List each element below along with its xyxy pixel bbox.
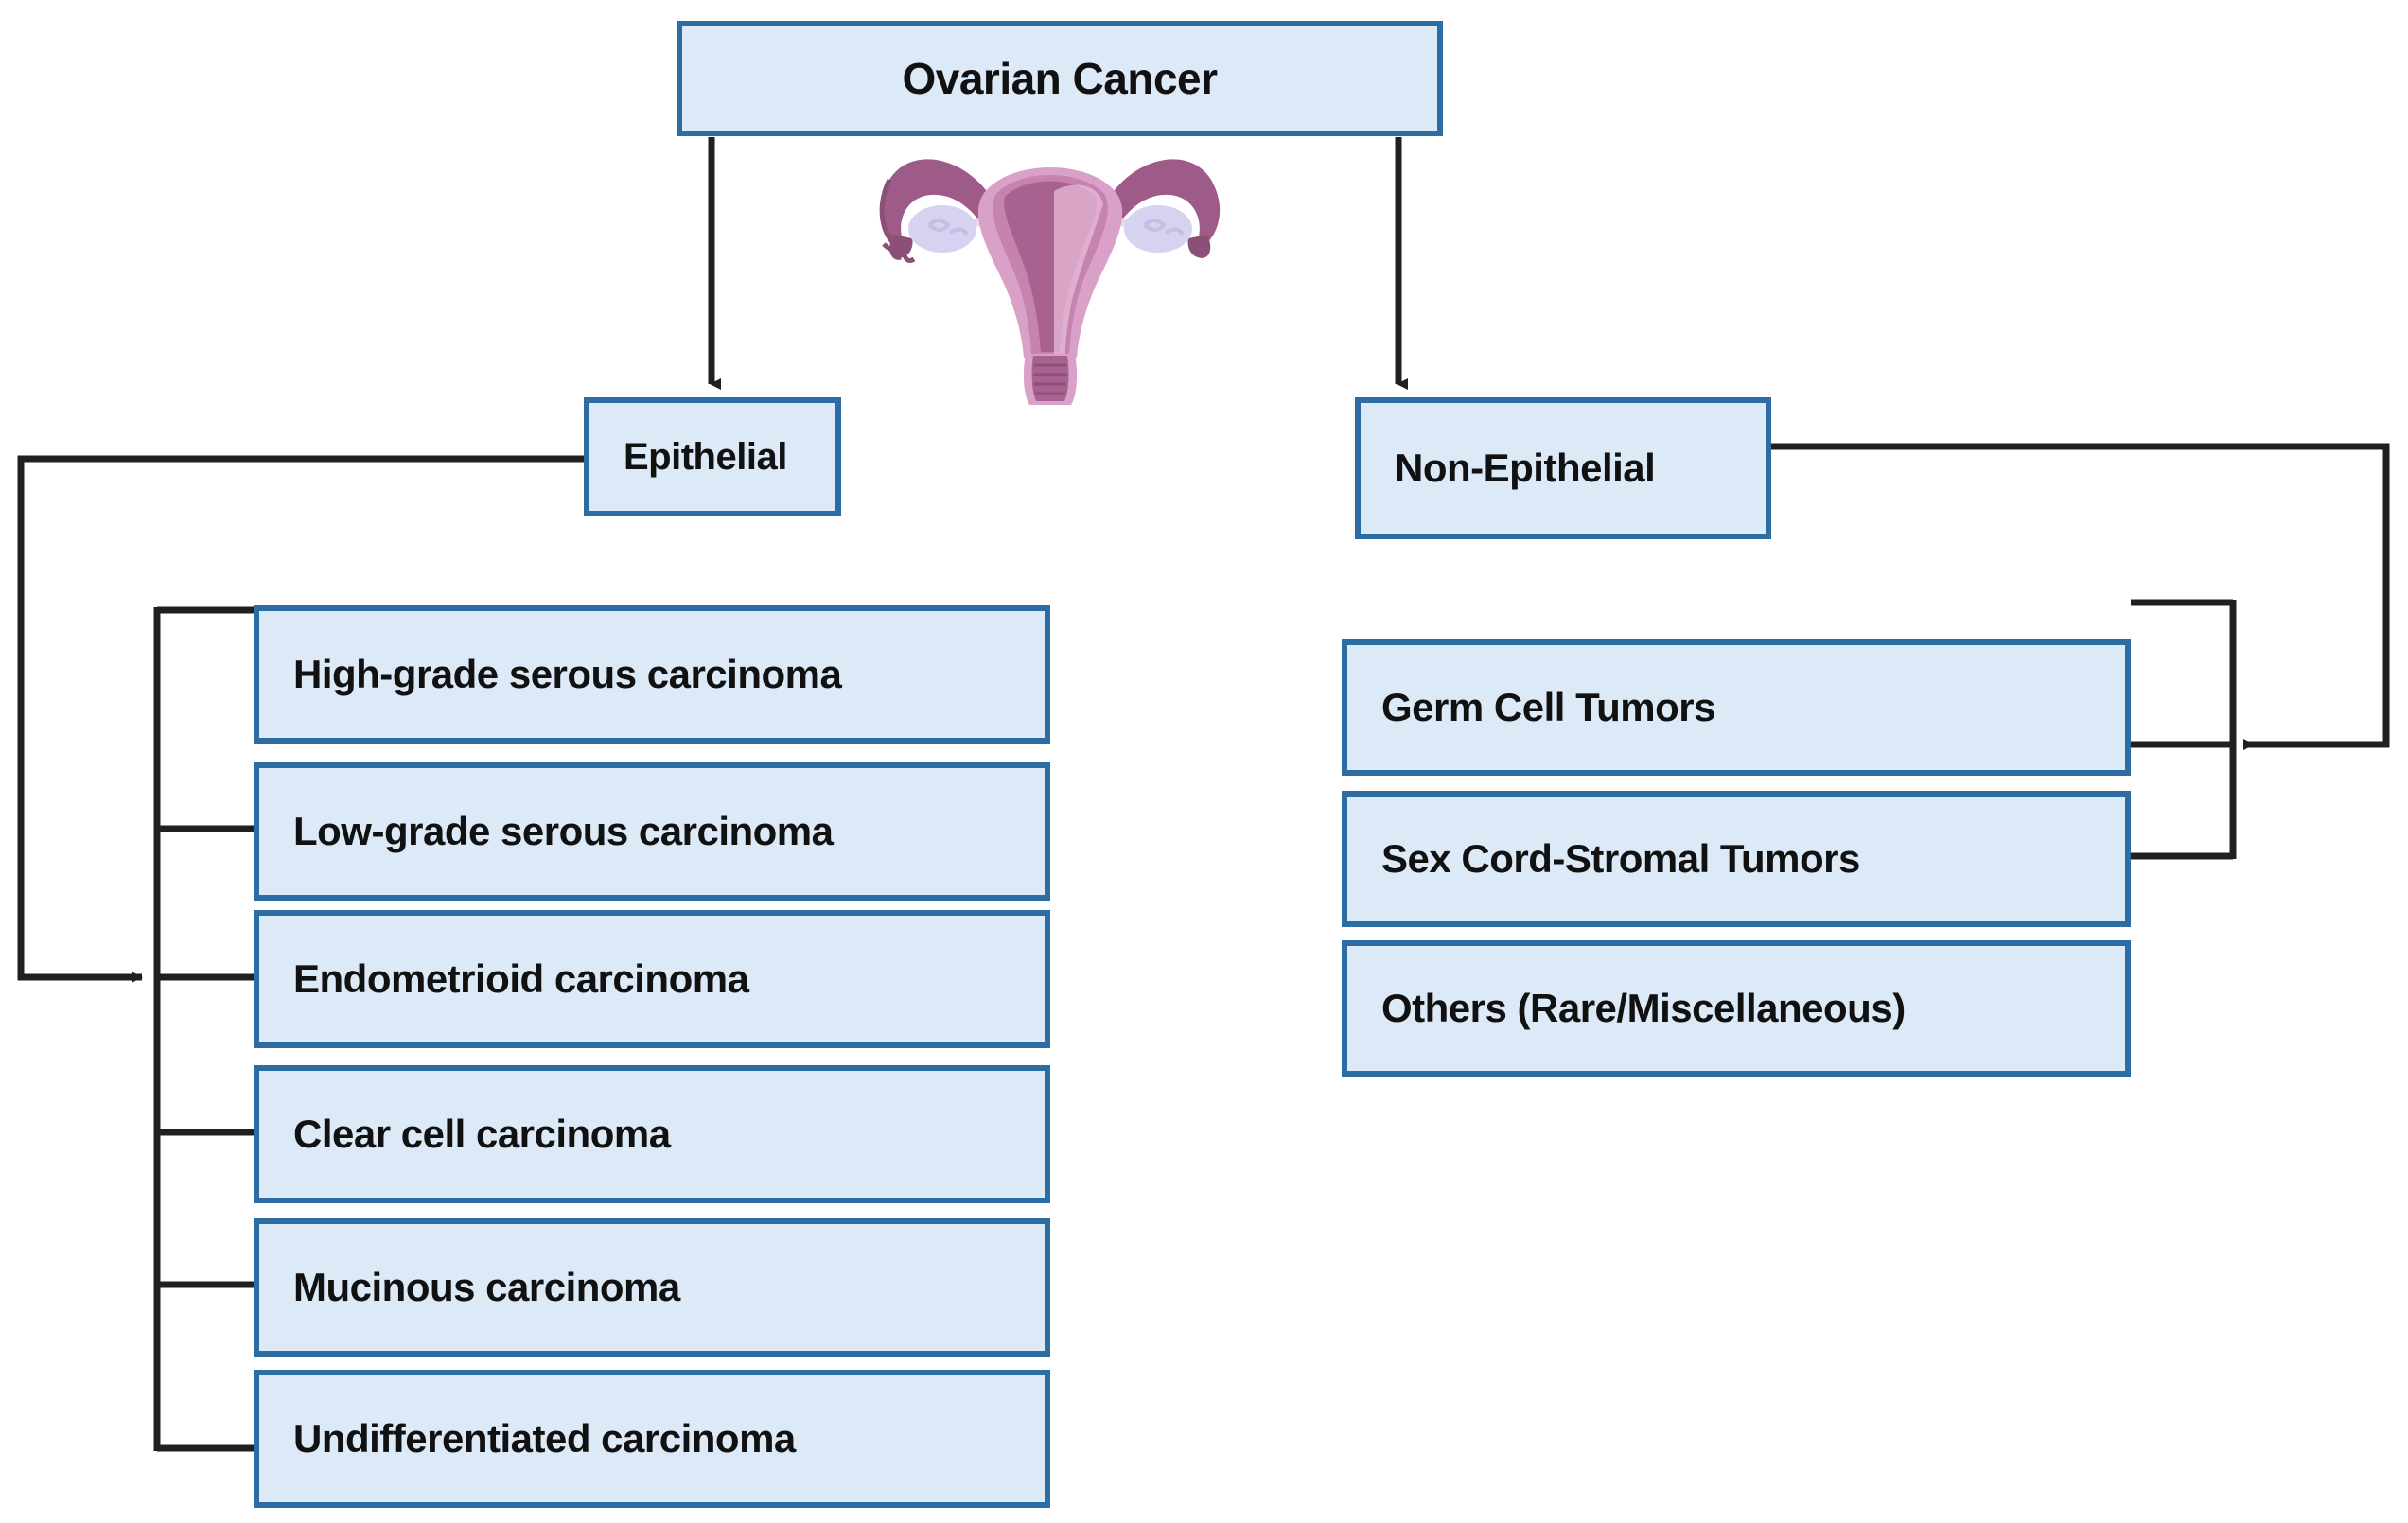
- node-label: High-grade serous carcinoma: [293, 652, 842, 696]
- right-fallopian-tube: [1107, 159, 1221, 250]
- node-label: Endometrioid carcinoma: [293, 956, 749, 1001]
- left-fimbriae-fill: [889, 235, 913, 258]
- node-label: Germ Cell Tumors: [1381, 685, 1715, 729]
- uterus-ovaries-illustration: [879, 159, 1221, 405]
- node-mucinous-carcinoma[interactable]: Mucinous carcinoma: [254, 1218, 1050, 1357]
- node-label: Clear cell carcinoma: [293, 1112, 671, 1156]
- node-label: Undifferentiated carcinoma: [293, 1416, 796, 1461]
- node-endometrioid-carcinoma[interactable]: Endometrioid carcinoma: [254, 910, 1050, 1048]
- node-epithelial[interactable]: Epithelial: [584, 397, 841, 516]
- node-non-epithelial[interactable]: Non-Epithelial: [1355, 397, 1771, 539]
- left-ovary-detail: [927, 219, 969, 236]
- edge-nonepithelial-to-trunk: [1771, 443, 2390, 750]
- node-ovarian-cancer[interactable]: Ovarian Cancer: [677, 21, 1443, 136]
- node-label: Mucinous carcinoma: [293, 1265, 680, 1309]
- edge-epithelial-to-trunk: [17, 455, 584, 983]
- node-label: Sex Cord-Stromal Tumors: [1381, 836, 1860, 881]
- node-clear-cell-carcinoma[interactable]: Clear cell carcinoma: [254, 1065, 1050, 1203]
- node-label: Others (Rare/Miscellaneous): [1381, 986, 1906, 1030]
- node-germ-cell-tumors[interactable]: Germ Cell Tumors: [1342, 639, 2131, 776]
- node-sex-cord-stromal-tumors[interactable]: Sex Cord-Stromal Tumors: [1342, 791, 2131, 927]
- node-label: Low-grade serous carcinoma: [293, 809, 834, 853]
- uterus-highlight: [1054, 184, 1103, 354]
- cervix: [1031, 356, 1069, 401]
- node-epithelial-label: Epithelial: [624, 435, 787, 478]
- node-low-grade-serous-carcinoma[interactable]: Low-grade serous carcinoma: [254, 762, 1050, 901]
- node-non-epithelial-label: Non-Epithelial: [1395, 446, 1656, 490]
- node-others-rare-miscellaneous[interactable]: Others (Rare/Miscellaneous): [1342, 940, 2131, 1077]
- node-undifferentiated-carcinoma[interactable]: Undifferentiated carcinoma: [254, 1370, 1050, 1508]
- right-fimbriae: [1187, 235, 1211, 258]
- right-ovary-detail: [1143, 219, 1185, 236]
- node-high-grade-serous-carcinoma[interactable]: High-grade serous carcinoma: [254, 605, 1050, 744]
- cervical-ridges: [1033, 363, 1067, 395]
- left-fallopian-tube: [880, 159, 993, 250]
- node-ovarian-cancer-label: Ovarian Cancer: [902, 54, 1218, 103]
